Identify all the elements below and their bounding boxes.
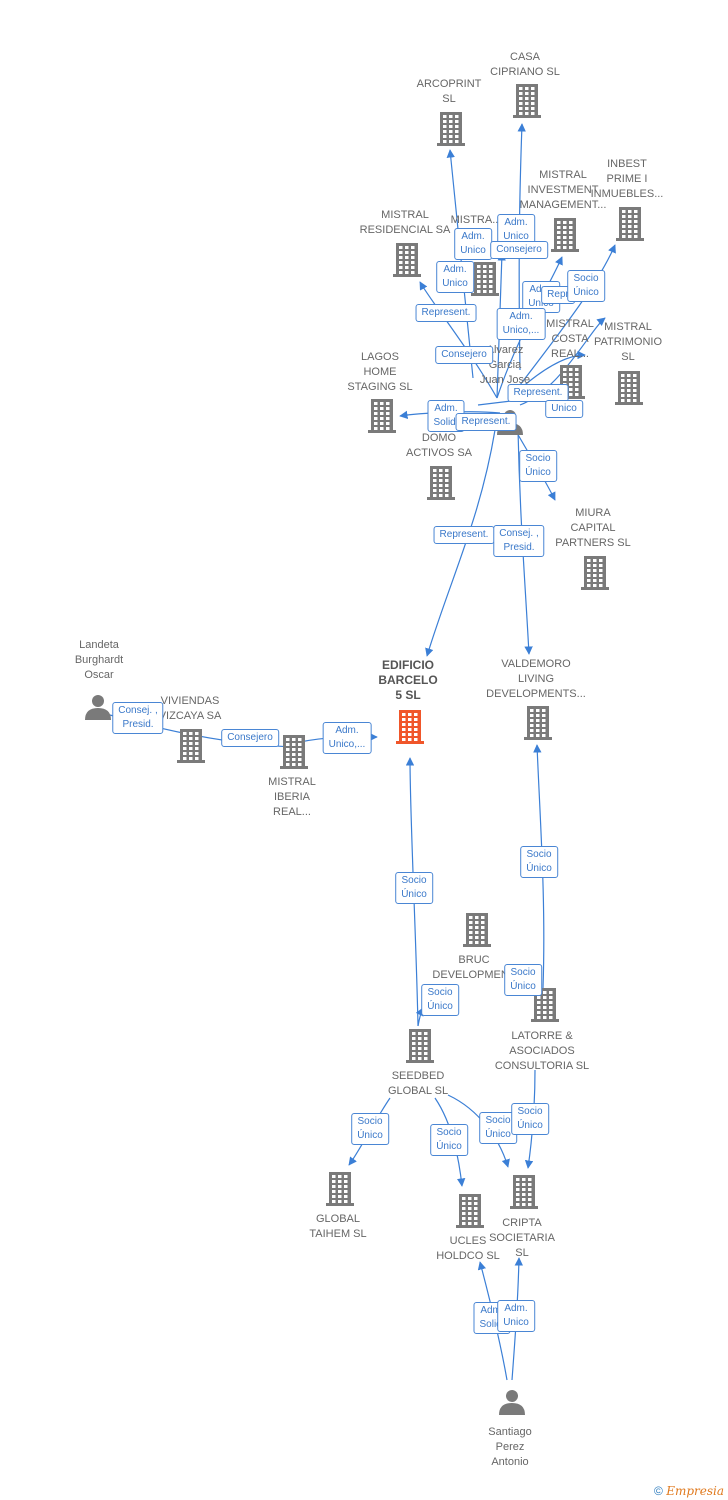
company-name-label[interactable]: BRUC DEVELOPMENT — [432, 954, 516, 981]
company-building-icon[interactable] — [427, 466, 455, 500]
company-name-label[interactable]: LAGOS HOME STAGING SL — [347, 351, 413, 393]
company-name-label[interactable]: MISTRA... — [450, 214, 502, 226]
person-name-label[interactable]: Santiago Perez Antonio — [488, 1426, 532, 1468]
company-building-icon[interactable] — [581, 556, 609, 590]
relationship-label: Adm. Unico — [497, 1300, 535, 1332]
company-name-label[interactable]: DOMO ACTIVOS SA — [405, 432, 473, 459]
company-name-label[interactable]: VIVIENDAS VIZCAYA SA — [158, 695, 222, 722]
relationship-label: Socio Único — [519, 450, 557, 482]
company-name-label[interactable]: MISTRAL INVESTMENT MANAGEMENT... — [519, 169, 607, 211]
company-name-label[interactable]: MISTRAL IBERIA REAL... — [268, 776, 316, 818]
company-name-label[interactable]: SEEDBED GLOBAL SL — [387, 1070, 449, 1097]
company-name-label[interactable]: MIURA CAPITAL PARTNERS SL — [555, 507, 631, 549]
relationship-label: Socio Único — [351, 1113, 389, 1145]
company-name-label[interactable]: EDIFICIO BARCELO 5 SL — [378, 658, 438, 702]
company-name-label[interactable]: CASA CIPRIANO SL — [490, 51, 560, 78]
company-building-icon[interactable] — [463, 913, 491, 947]
company-building-icon[interactable] — [326, 1172, 354, 1206]
company-building-icon[interactable] — [393, 243, 421, 277]
relationship-label: Unico — [545, 400, 583, 418]
relationship-label: Adm. Unico — [454, 228, 492, 260]
company-name-label[interactable]: VALDEMORO LIVING DEVELOPMENTS... — [486, 658, 586, 700]
relationship-label: Consejero — [221, 729, 279, 747]
relationship-label: Consejero — [435, 346, 493, 364]
relationship-label: Adm. Unico — [497, 214, 535, 246]
company-name-label[interactable]: ARCOPRINT SL — [416, 78, 482, 105]
company-building-icon[interactable] — [406, 1029, 434, 1063]
company-name-label[interactable]: LATORRE & ASOCIADOS CONSULTORIA SL — [494, 1030, 590, 1072]
focus-company-building-icon[interactable] — [396, 710, 424, 744]
relationship-label: Socio Único — [567, 270, 605, 302]
brand-logo-text: Empresia — [666, 1484, 724, 1498]
relationship-label: Socio Único — [504, 964, 542, 996]
company-building-icon[interactable] — [368, 399, 396, 433]
relationship-label: Represent. — [507, 384, 569, 402]
edge-line — [419, 281, 498, 399]
relationship-label: Consej. , Presid. — [493, 525, 545, 557]
company-building-icon[interactable] — [280, 735, 308, 769]
edge-line — [425, 429, 496, 657]
edge-line — [509, 244, 616, 399]
person-icon[interactable] — [85, 695, 111, 720]
relationship-label: Socio Único — [430, 1124, 468, 1156]
person-name-label[interactable]: Landeta Burghardt Oscar — [74, 639, 124, 681]
relationship-label: Socio Único — [395, 872, 433, 904]
company-building-icon[interactable] — [524, 706, 552, 740]
relationship-label: Socio Único — [520, 846, 558, 878]
company-name-label[interactable]: INBEST PRIME I INMUEBLES... — [590, 158, 664, 200]
company-building-icon[interactable] — [437, 112, 465, 146]
company-name-label[interactable]: CRIPTA SOCIETARIA SL — [489, 1217, 555, 1259]
person-name-label[interactable]: Alvarez Garcia Juan Jose — [479, 344, 531, 386]
company-building-icon[interactable] — [615, 371, 643, 405]
relationship-label: Socio Único — [421, 984, 459, 1016]
company-name-label[interactable]: UCLES HOLDCO SL — [436, 1235, 500, 1262]
relationship-label: Represent. — [433, 526, 495, 544]
relationship-label: Consej. , Presid. — [112, 702, 164, 734]
relationship-label: Consejero — [490, 241, 548, 259]
company-building-icon[interactable] — [513, 84, 541, 118]
company-building-icon[interactable] — [551, 218, 579, 252]
company-building-icon[interactable] — [616, 207, 644, 241]
relationship-label: Adm. Unico,... — [322, 722, 372, 754]
person-icon[interactable] — [499, 1390, 525, 1415]
company-name-label[interactable]: MISTRAL RESIDENCIAL SA — [359, 209, 451, 236]
company-building-icon[interactable] — [531, 988, 559, 1022]
company-building-icon[interactable] — [177, 729, 205, 763]
relationship-label: Represent. — [415, 304, 477, 322]
relationship-label: Adm. Unico,... — [496, 308, 546, 340]
copyright-symbol: © — [654, 1484, 663, 1498]
relationship-label: Represent. — [455, 413, 517, 431]
relationship-label: Socio Único — [511, 1103, 549, 1135]
nodes-layer — [85, 84, 644, 1415]
footer-credit: © Empresia — [654, 1484, 724, 1498]
company-name-label[interactable]: MISTRAL COSTA REAL... — [546, 318, 594, 360]
company-building-icon[interactable] — [456, 1194, 484, 1228]
company-name-label[interactable]: MISTRAL PATRIMONIO SL — [593, 321, 663, 363]
company-building-icon[interactable] — [471, 262, 499, 296]
relationship-label: Socio Único — [479, 1112, 517, 1144]
relationship-label: Adm. Unico — [436, 261, 474, 293]
company-name-label[interactable]: GLOBAL TAIHEM SL — [309, 1213, 367, 1240]
company-building-icon[interactable] — [510, 1175, 538, 1209]
